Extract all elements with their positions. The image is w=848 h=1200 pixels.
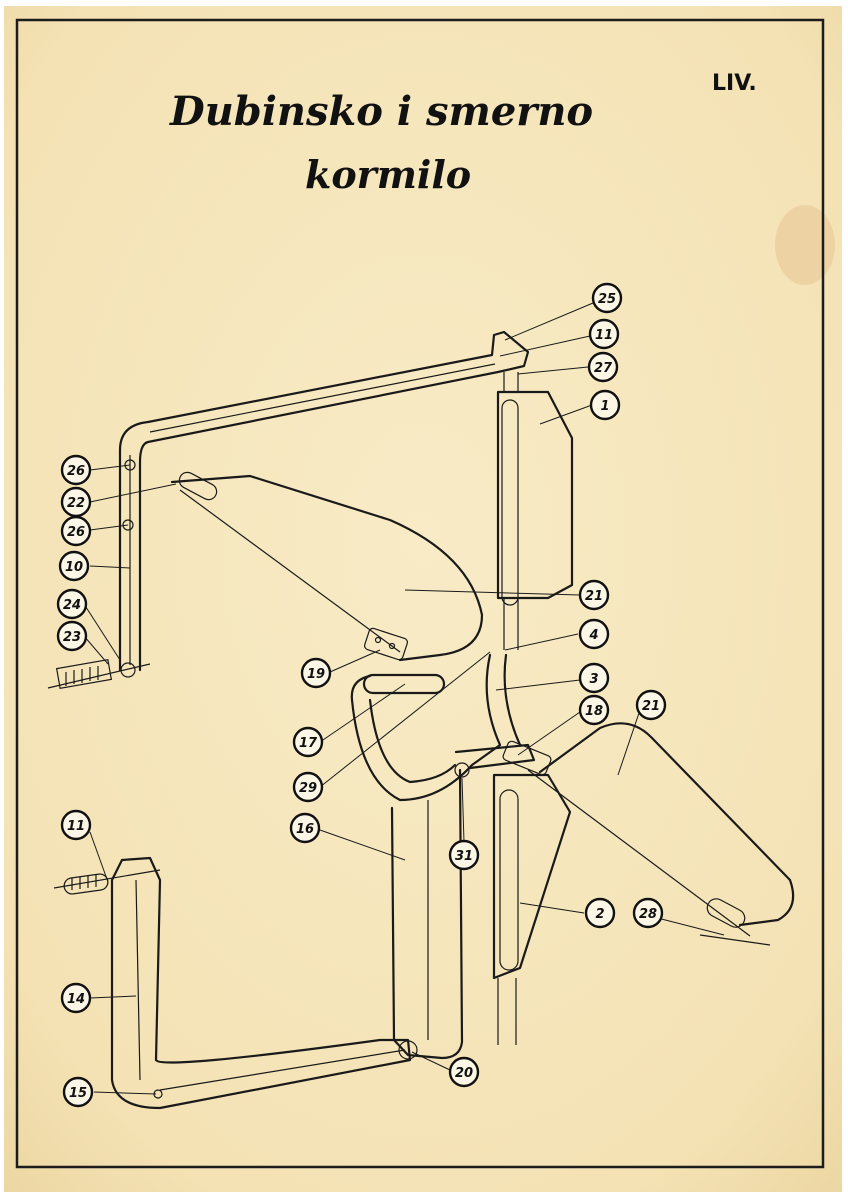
plate-number: LIV. [712,71,757,96]
callout-18-label: 18 [585,704,603,719]
callout-18: 18 [578,694,610,726]
link-bar [362,673,446,695]
callout-3-label: 3 [589,672,598,687]
callout-19: 19 [300,657,332,689]
callout-16-label: 16 [296,822,314,837]
callout-24-label: 24 [63,598,81,613]
callout-11b: 11 [60,809,92,841]
callout-20-label: 20 [455,1066,473,1081]
callout-25a: 25 [591,282,623,314]
callout-27: 27 [587,351,619,383]
callout-27-label: 27 [594,361,613,376]
callout-15-label: 15 [69,1086,87,1101]
callout-26a-label: 26 [67,464,85,479]
callout-10: 10 [58,550,90,582]
callout-24: 24 [56,588,88,620]
callout-23: 23 [56,620,88,652]
callout-11a: 11 [588,318,620,350]
callout-21b: 21 [635,689,667,721]
title-line-1: Dubinsko i smerno [169,88,593,135]
callout-4-label: 4 [588,628,598,643]
callout-11a-label: 11 [595,328,613,343]
upper-lever [47,330,530,690]
callout-22-label: 22 [67,496,85,511]
callout-2-label: 2 [595,907,604,922]
callout-3: 3 [578,662,610,694]
callout-21a: 21 [578,579,610,611]
callout-20: 20 [448,1056,480,1088]
callout-21b-label: 21 [642,699,660,714]
callout-29: 29 [292,771,324,803]
paper-background [4,6,842,1192]
upper-fin [170,471,484,662]
callout-17-label: 17 [299,736,318,751]
callout-25a-label: 25 [598,292,616,307]
callout-14: 14 [60,982,92,1014]
callout-15: 15 [62,1076,94,1108]
callout-29-label: 29 [299,781,317,796]
curved-lever [350,653,522,1060]
leader-lines [83,302,725,1095]
lower-fin [527,722,795,946]
upper-rudder-plate [496,372,574,650]
border-frame [15,18,825,1169]
callout-23-label: 23 [63,630,81,645]
callout-26a: 26 [60,454,92,486]
callout-31-label: 31 [455,849,473,864]
callout-4: 4 [578,618,610,650]
callout-26b: 26 [60,515,92,547]
title-line-2: kormilo [305,152,471,197]
callout-28: 28 [632,897,664,929]
callout-14-label: 14 [67,992,85,1007]
callout-22: 22 [60,486,92,518]
callout-10-label: 10 [65,560,83,575]
callout-1-label: 1 [600,399,609,414]
callout-16: 16 [289,812,321,844]
lower-u-lever [53,856,418,1110]
paper-stain [775,205,835,285]
callout-1: 1 [589,389,621,421]
lower-rudder-plate [492,773,572,1045]
callout-26b-label: 26 [67,525,85,540]
callout-21a-label: 21 [585,589,603,604]
callout-2: 2 [584,897,616,929]
callout-17: 17 [292,726,324,758]
callout-11b-label: 11 [67,819,85,834]
callout-19-label: 19 [307,667,325,682]
callout-31: 31 [448,839,480,871]
callout-28-label: 28 [639,907,657,922]
